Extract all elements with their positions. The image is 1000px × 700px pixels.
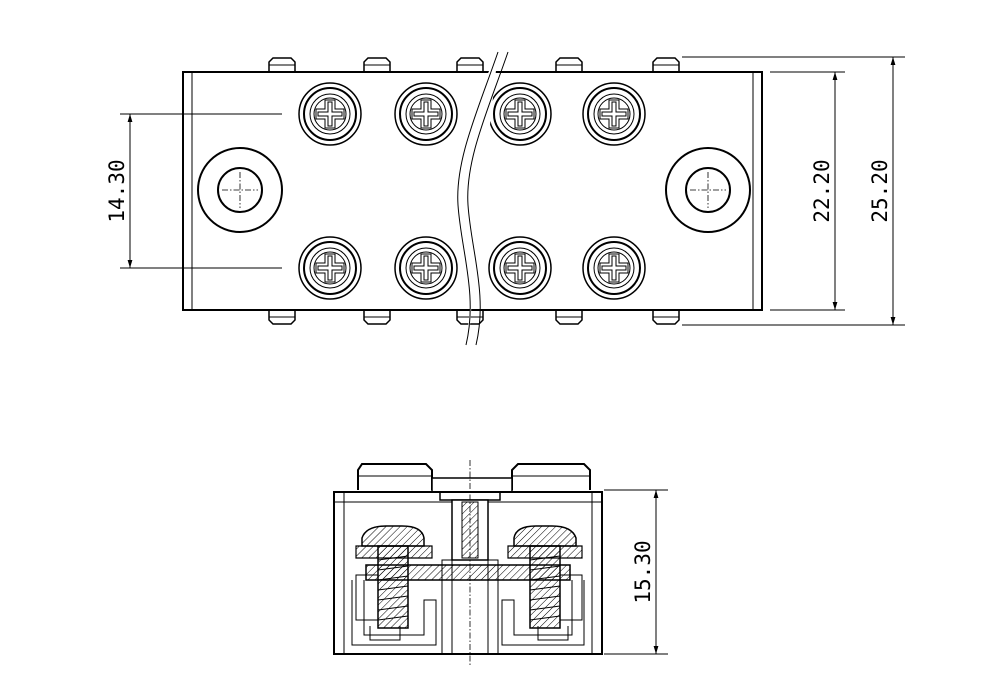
dimension-22-20: 22.20 xyxy=(770,71,845,311)
dimension-14-30: 14.30 xyxy=(105,113,282,269)
section-view: 15.30 xyxy=(333,460,668,665)
section-screw-left xyxy=(355,525,433,629)
mounting-hole-right xyxy=(665,147,751,233)
top-tabs xyxy=(268,57,680,73)
dimension-label: 25.20 xyxy=(868,159,892,222)
bottom-tabs xyxy=(268,309,680,325)
dimension-label: 22.20 xyxy=(810,159,834,222)
break-lines xyxy=(456,51,509,346)
section-screw-right xyxy=(507,525,583,629)
dimension-label: 15.30 xyxy=(631,540,655,603)
top-view: 14.30 22.20 25.20 xyxy=(105,51,905,346)
dimension-15-30: 15.30 xyxy=(604,489,668,655)
dimension-label: 14.30 xyxy=(105,159,129,222)
mounting-hole-left xyxy=(197,147,283,233)
dimension-25-20: 25.20 xyxy=(682,56,905,326)
